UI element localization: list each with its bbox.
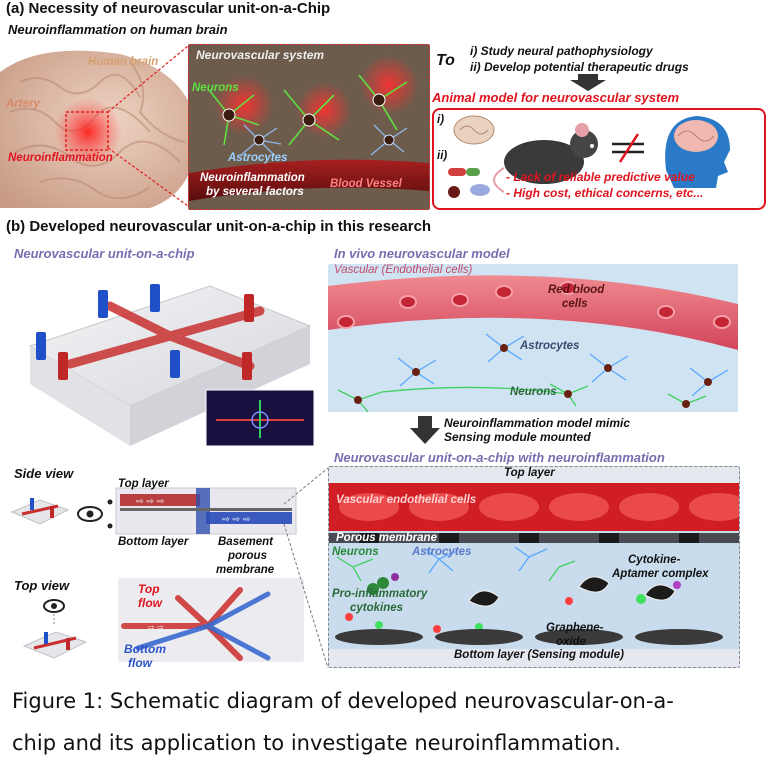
- section-a-title: (a) Necessity of neurovascular unit-on-a…: [6, 0, 331, 17]
- caption-line-1: Figure 1: Schematic diagram of developed…: [12, 689, 674, 713]
- nuoc-top-layer: Top layer: [504, 467, 555, 479]
- section-a-subtitle: Neuroinflammation on human brain: [8, 22, 228, 37]
- nuoc-cytokine-1: Cytokine-: [628, 554, 681, 566]
- nuoc-graphene-2: oxide: [556, 636, 587, 648]
- side-top-layer: Top layer: [118, 478, 169, 490]
- nuoc-connector: [283, 467, 329, 669]
- animal-ii: ii): [437, 150, 448, 162]
- invivo-panel: [328, 264, 738, 412]
- goal-1: i) Study neural pathophysiology: [470, 44, 653, 58]
- nuoc-cytokine-2: Aptamer complex: [612, 568, 709, 580]
- svg-text:⇨ ⇨ ⇨: ⇨ ⇨ ⇨: [222, 515, 251, 525]
- arrow-text-1: Neuroinflammation model mimic: [444, 416, 631, 430]
- chip-illustration: [10, 266, 318, 452]
- invivo-rbc-1: Red blood: [548, 284, 605, 296]
- to-label: To: [436, 52, 455, 69]
- invivo-rbc-2: cells: [562, 298, 588, 310]
- side-membrane-2: porous: [228, 550, 267, 562]
- top-flow-2: flow: [138, 596, 162, 610]
- animal-model-title: Animal model for neurovascular system: [432, 90, 680, 105]
- top-flow-1: Top: [138, 582, 160, 596]
- nuoc-astrocytes: Astrocytes: [412, 546, 472, 558]
- chip-title: Neurovascular unit-on-a-chip: [14, 246, 195, 261]
- nv-astrocytes: Astrocytes: [228, 152, 288, 164]
- svg-text:⇨ ⇨ ⇨: ⇨ ⇨ ⇨: [136, 497, 165, 507]
- invivo-neurons: Neurons: [510, 386, 557, 398]
- top-view-mini: [14, 596, 94, 666]
- nuoc-vascular: Vascular endothelial cells: [336, 494, 477, 506]
- side-view-title: Side view: [14, 466, 74, 481]
- bottom-flow-1: Bottom: [124, 642, 166, 656]
- animal-model-box: [432, 108, 766, 210]
- side-view-illustration: ⇨ ⇨ ⇨ ⇨ ⇨ ⇨: [10, 484, 300, 544]
- arrow-text-2: Sensing module mounted: [444, 430, 591, 444]
- nv-neurons: Neurons: [192, 82, 239, 94]
- nuoc-porous: Porous membrane: [336, 532, 437, 544]
- brain-label-human-brain: Human brain: [88, 56, 159, 68]
- animal-bullet-2: - High cost, ethical concerns, etc...: [506, 186, 704, 200]
- nv-title: Neurovascular system: [196, 48, 325, 62]
- side-membrane-3: membrane: [216, 564, 275, 576]
- brain-label-artery: Artery: [6, 98, 40, 110]
- invivo-astrocytes: Astrocytes: [520, 340, 580, 352]
- nuoc-bottom-layer: Bottom layer (Sensing module): [454, 649, 624, 661]
- bottom-flow-2: flow: [128, 656, 152, 670]
- neurovascular-system-panel: [188, 44, 430, 210]
- brain-illustration: [0, 42, 200, 208]
- zoom-connector: [107, 45, 189, 207]
- goal-2: ii) Develop potential therapeutic drugs: [470, 60, 689, 74]
- nuoc-neurons: Neurons: [332, 546, 379, 558]
- invivo-title: In vivo neurovascular model: [334, 246, 510, 261]
- invivo-vascular: Vascular (Endothelial cells): [334, 264, 473, 276]
- nv-neuroinflammation-1: Neuroinflammation: [200, 172, 305, 184]
- top-view-title: Top view: [14, 578, 70, 593]
- nv-blood-vessel: Blood Vessel: [330, 178, 402, 190]
- caption-line-2: chip and its application to investigate …: [12, 731, 621, 755]
- top-view-illustration: ⇨ ⇨: [118, 578, 304, 662]
- nuoc-title: Neurovascular unit-on-a-chip with neuroi…: [334, 450, 665, 465]
- down-arrow-a: [570, 74, 606, 91]
- nuoc-panel: [328, 466, 740, 668]
- brain-label-neuroinflammation: Neuroinflammation: [8, 152, 113, 164]
- figure-caption: Figure 1: Schematic diagram of developed…: [12, 680, 772, 764]
- side-membrane-1: Basement: [218, 536, 273, 548]
- animal-bullet-1: - Lack of reliable predictive value: [506, 170, 695, 184]
- side-bottom-layer: Bottom layer: [118, 536, 189, 548]
- svg-text:⇨ ⇨: ⇨ ⇨: [148, 623, 164, 632]
- nv-neuroinflammation-2: by several factors: [206, 186, 304, 198]
- nuoc-proinf-2: cytokines: [350, 602, 404, 614]
- nuoc-proinf-1: Pro-inflammatory: [332, 588, 428, 600]
- down-arrow-b: [410, 416, 440, 444]
- nuoc-graphene-1: Graphene-: [546, 622, 604, 634]
- animal-i: i): [437, 114, 445, 126]
- section-b-title: (b) Developed neurovascular unit-on-a-ch…: [6, 218, 432, 235]
